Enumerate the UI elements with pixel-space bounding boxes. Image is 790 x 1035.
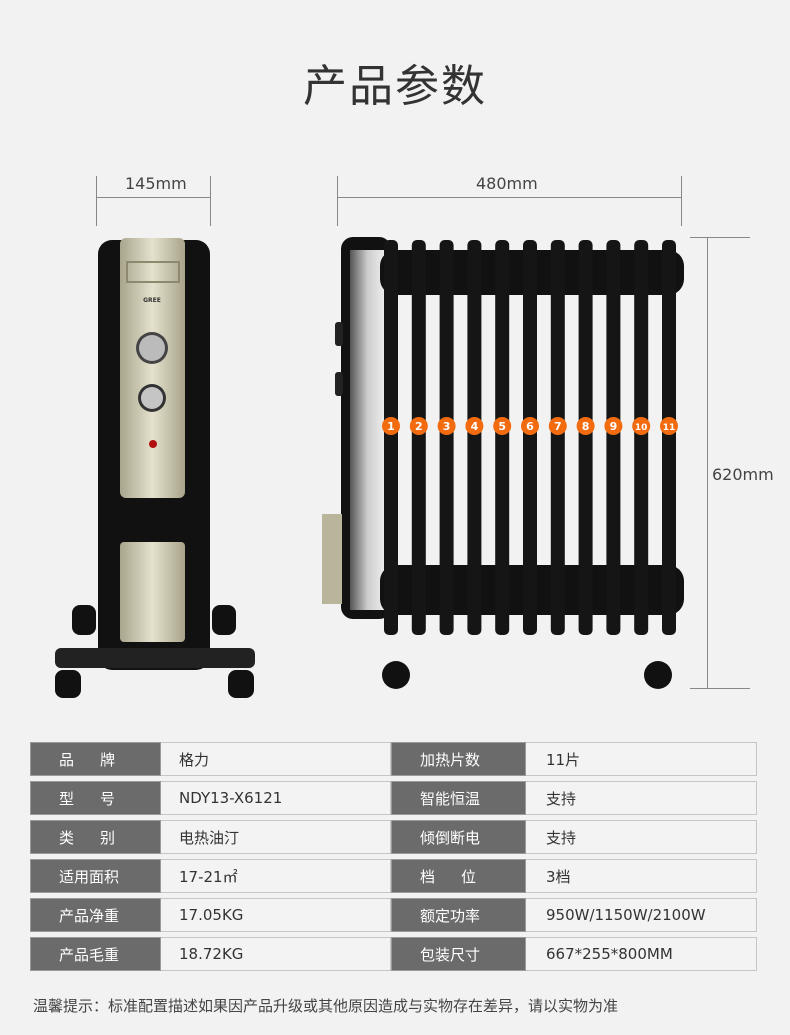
fin-number-badge [465, 417, 484, 435]
fin-number-label: 10 [635, 423, 648, 433]
fin-number-badge [521, 417, 539, 435]
heater-fin [550, 240, 565, 635]
spec-value: 17-21㎡ [161, 859, 391, 893]
fin-number-label: 1 [387, 420, 395, 433]
page-title: 产品参数 [303, 61, 487, 112]
dimension-line [681, 176, 682, 226]
side-view-heater: 1 2 3 4 5 6 7 8 9 10 11 [322, 237, 684, 689]
heater-fin [439, 240, 454, 635]
heater-fin [495, 240, 510, 635]
fin-number-label: 3 [443, 420, 451, 433]
spec-label: 加热片数 [391, 742, 526, 776]
spec-value: 950W/1150W/2100W [526, 898, 757, 932]
fin-number-badge [437, 417, 456, 435]
dimension-line [337, 197, 681, 198]
fin-number-badge [493, 417, 512, 435]
fin-number-badge [604, 417, 623, 435]
fin-number-label: 11 [663, 423, 676, 433]
dimension-line [337, 176, 338, 226]
table-row: 品牌 格力 加热片数 11片 [30, 742, 757, 776]
fin-number-badge [382, 417, 400, 435]
spec-value: 格力 [161, 742, 391, 776]
dimension-line [210, 176, 211, 226]
table-row: 适用面积 17-21㎡ 档位 3档 [30, 859, 757, 893]
spec-value: NDY13-X6121 [161, 781, 391, 815]
heater-fin [606, 240, 621, 635]
dimension-line [96, 197, 210, 198]
spec-value: 3档 [526, 859, 757, 893]
spec-label: 额定功率 [391, 898, 526, 932]
heater-fin [467, 240, 482, 635]
spec-value: 支持 [526, 820, 757, 854]
table-row: 型号 NDY13-X6121 智能恒温 支持 [30, 781, 757, 815]
spec-label: 倾倒断电 [391, 820, 526, 854]
fin-number-badge [632, 417, 651, 435]
spec-label: 包装尺寸 [391, 937, 526, 971]
spec-label: 产品毛重 [30, 937, 161, 971]
fin-number-label: 2 [415, 420, 423, 433]
spec-value: 17.05KG [161, 898, 391, 932]
fin-number-badge [409, 417, 428, 435]
heater-fin [662, 240, 676, 635]
fin-number-badge [548, 417, 567, 435]
gree-logo: GREE [143, 297, 161, 304]
fin-number-label: 6 [526, 420, 534, 433]
fin-number-badge [576, 417, 595, 435]
spec-value: 18.72KG [161, 937, 391, 971]
dimension-line [690, 237, 750, 238]
product-images: GREE 1 2 3 4 5 6 7 8 9 10 11 [55, 237, 684, 698]
heater-fin [634, 240, 649, 635]
fin-number-label: 9 [610, 420, 618, 433]
width-dimension: 480mm [476, 174, 538, 193]
spec-label: 档位 [391, 859, 526, 893]
height-dimension: 620mm [712, 465, 774, 484]
table-row: 类别 电热油汀 倾倒断电 支持 [30, 820, 757, 854]
table-row: 产品毛重 18.72KG 包装尺寸 667*255*800MM [30, 937, 757, 971]
spec-value: 支持 [526, 781, 757, 815]
dimension-line [96, 176, 97, 226]
spec-label: 产品净重 [30, 898, 161, 932]
heater-fin [411, 240, 426, 635]
dimension-line [707, 237, 708, 688]
fin-number-label: 8 [582, 420, 590, 433]
heater-fin [384, 240, 398, 635]
spec-label: 适用面积 [30, 859, 161, 893]
disclaimer-note: 温馨提示：标准配置描述如果因产品升级或其他原因造成与实物存在差异，请以实物为准 [33, 997, 619, 1015]
fin-number-label: 7 [554, 420, 562, 433]
spec-value: 11片 [526, 742, 757, 776]
heater-fin [578, 240, 593, 635]
spec-label: 类别 [30, 820, 161, 854]
fin-number-badge [660, 417, 678, 435]
spec-label: 型号 [30, 781, 161, 815]
spec-table: 品牌 格力 加热片数 11片 型号 NDY13-X6121 智能恒温 支持 类别… [30, 742, 757, 976]
front-view-heater: GREE [55, 238, 255, 698]
spec-value: 667*255*800MM [526, 937, 757, 971]
fin-number-label: 5 [498, 420, 506, 433]
spec-value: 电热油汀 [161, 820, 391, 854]
fin-number-label: 4 [471, 420, 479, 433]
heater-fin [523, 240, 537, 635]
dimension-line [690, 688, 750, 689]
table-row: 产品净重 17.05KG 额定功率 950W/1150W/2100W [30, 898, 757, 932]
spec-label: 品牌 [30, 742, 161, 776]
spec-label: 智能恒温 [391, 781, 526, 815]
depth-dimension: 145mm [125, 174, 187, 193]
